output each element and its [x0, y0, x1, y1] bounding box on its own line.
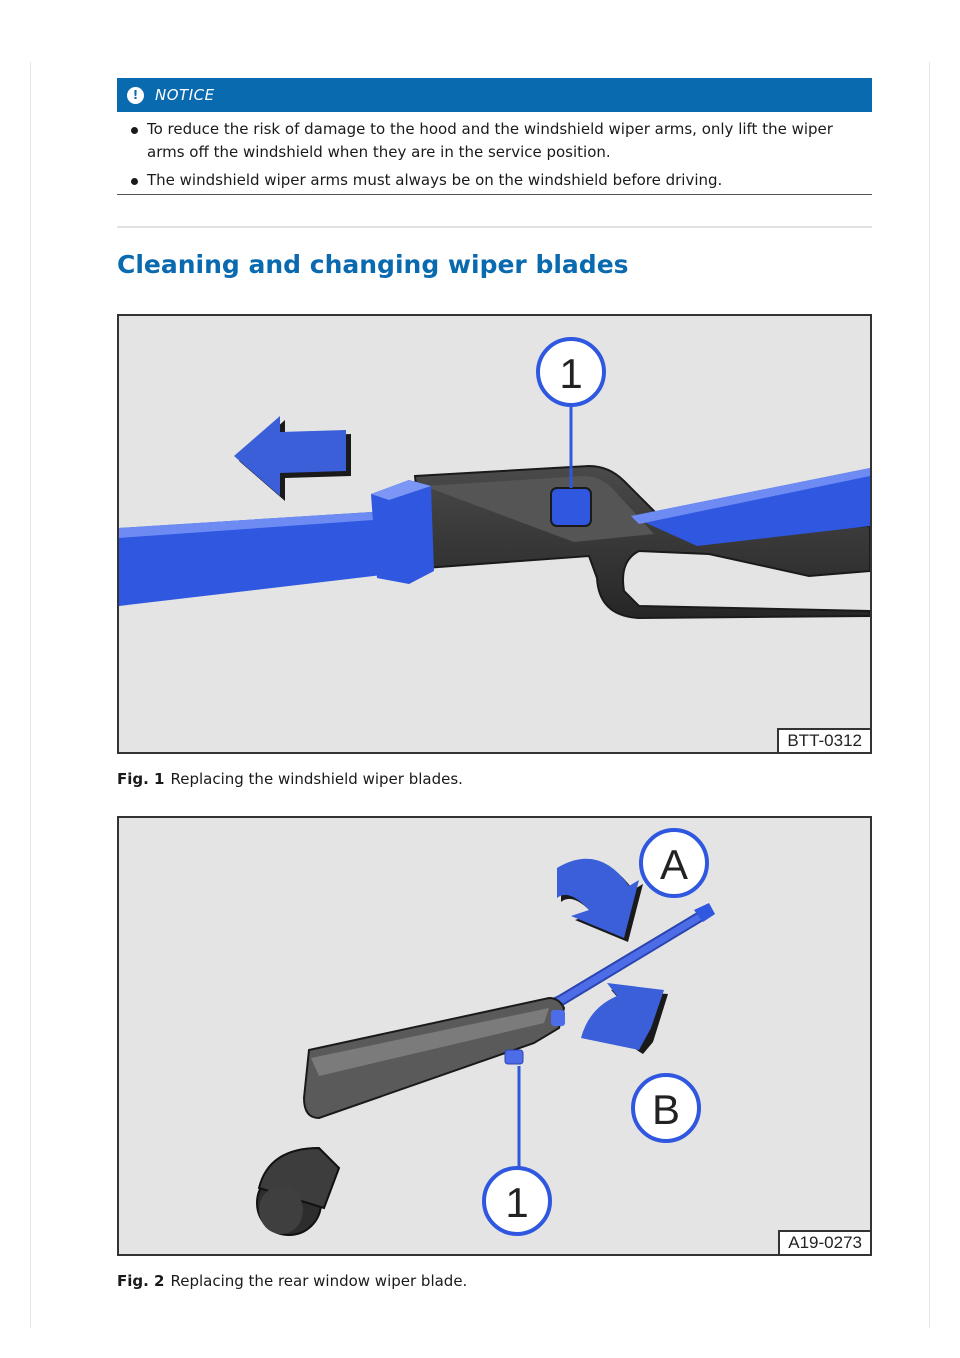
bullet-icon [131, 178, 138, 185]
section-divider [117, 226, 872, 228]
figure-code: A19-0273 [778, 1230, 870, 1254]
notice-item-text: The windshield wiper arms must always be… [147, 171, 723, 189]
callout-b-label: B [652, 1086, 680, 1133]
figure-2-caption: Fig. 2 Replacing the rear window wiper bl… [117, 1272, 467, 1290]
notice-item-text: To reduce the risk of damage to the hood… [147, 120, 833, 161]
page-margin-line-right [929, 62, 930, 1328]
rear-wiper-drawing: A B 1 [256, 828, 715, 1236]
figure-1-caption: Fig. 1 Replacing the windshield wiper bla… [117, 770, 463, 788]
notice-list: To reduce the risk of damage to the hood… [117, 118, 872, 197]
windshield-wiper-drawing: 1 [119, 337, 870, 620]
page-margin-line-left [30, 62, 31, 1328]
exclamation-circle-icon: ! [127, 86, 144, 104]
notice-item: The windshield wiper arms must always be… [117, 169, 872, 192]
notice-divider [117, 194, 872, 195]
figure-label: Fig. 2 [117, 1272, 165, 1290]
figure-1-illustration: 1 BTT-0312 [117, 314, 872, 754]
figure-2-illustration: A B 1 A19-0273 [117, 816, 872, 1256]
figure-label: Fig. 1 [117, 770, 165, 788]
figure-caption-text: Replacing the rear window wiper blade. [170, 1272, 468, 1290]
notice-title: NOTICE [155, 86, 215, 104]
notice-header: ! NOTICE [117, 78, 872, 112]
callout-1-label: 1 [559, 350, 582, 397]
figure-caption-text: Replacing the windshield wiper blades. [170, 770, 463, 788]
bullet-icon [131, 127, 138, 134]
section-title: Cleaning and changing wiper blades [117, 250, 629, 279]
notice-item: To reduce the risk of damage to the hood… [117, 118, 872, 164]
figure-code: BTT-0312 [777, 728, 870, 752]
callout-a-label: A [660, 841, 688, 888]
callout-1-label: 1 [505, 1179, 528, 1226]
